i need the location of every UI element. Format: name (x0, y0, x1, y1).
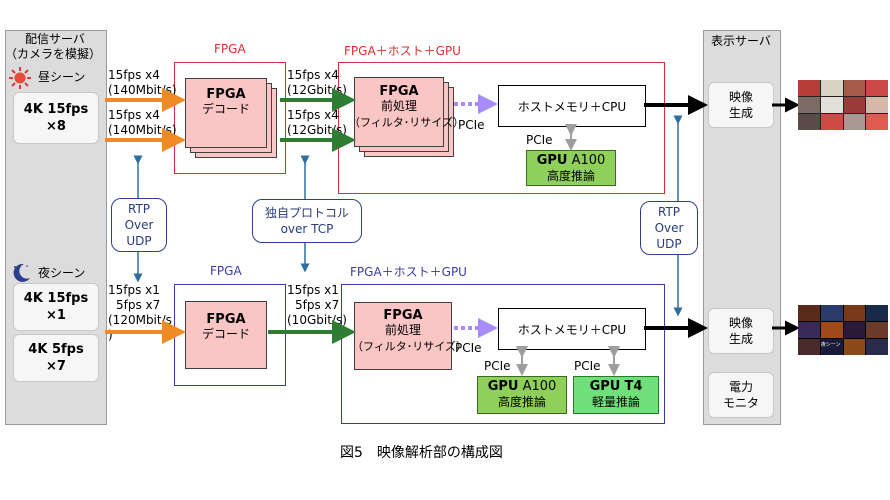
day-video-mosaic (798, 80, 888, 130)
night-thumb-label: 夜シーン (820, 342, 841, 348)
bottom-host-memory-cpu: ホストメモリ＋CPU (498, 308, 646, 350)
bottom-fpga-preprocess-box: FPGA 前処理 （フィルタ･リサイズ） (352, 302, 467, 370)
bottom-fpga-frame-label: FPGA (210, 264, 242, 278)
video-generation-box-bottom: 映像 生成 (708, 308, 774, 354)
top-input-rate-2: 15fps x4 (140Mbit/s) (108, 108, 177, 137)
top-gpu-a100-box: GPU A100 高度推論 (526, 150, 616, 186)
night-source-box-1: 4K 15fps ×1 (13, 283, 99, 331)
top-mid-rate-2: 15fps x4 (12Gbit/s) (287, 108, 347, 137)
day-source-box: 4K 15fps ×8 (13, 92, 99, 144)
night-source-box-2: 4K 5fps ×7 (13, 334, 99, 382)
display-server-title: 表示サーバ (711, 34, 771, 48)
top-fpga-frame-label: FPGA (214, 42, 246, 56)
bottom-mid-rate: 15fps x1 5fps x7 (10Gbit/s) (287, 283, 347, 327)
moon-icon (13, 263, 30, 282)
video-generation-box-top: 映像 生成 (708, 82, 774, 128)
top-host-frame-label: FPGA＋ホスト＋GPU (344, 44, 461, 58)
bottom-input-rate: 15fps x1 5fps x7 (120Mbit/s ) (108, 283, 172, 342)
rtp-over-udp-left: RTP Over UDP (111, 198, 167, 252)
bottom-host-frame (341, 284, 665, 424)
top-input-rate-1: 15fps x4 (140Mbit/s) (108, 68, 177, 97)
figure-caption: 図5 映像解析部の構成図 (340, 445, 503, 461)
night-video-mosaic: 夜シーン (798, 305, 888, 355)
rtp-over-udp-right: RTP Over UDP (640, 201, 698, 255)
day-scene-label: 昼シーン (38, 70, 86, 84)
top-host-memory-cpu: ホストメモリ＋CPU (498, 85, 646, 127)
bottom-pcie-main-label: PCIe (455, 341, 482, 355)
top-fpga-frame (174, 62, 286, 174)
top-pcie-label-1: PCIe (458, 118, 485, 132)
bottom-host-frame-label: FPGA＋ホスト＋GPU (350, 265, 467, 279)
proprietary-protocol-over-tcp: 独自プロトコル over TCP (252, 199, 362, 243)
night-scene-label: 夜シーン (38, 266, 86, 280)
distribution-server-title: 配信サーバ （カメラを模擬） (4, 32, 101, 61)
bottom-gpu-a100-box: GPU A100 高度推論 (477, 376, 567, 414)
top-fpga-decode-box: FPGA デコード (185, 78, 267, 148)
sun-icon (9, 67, 31, 89)
bottom-fpga-decode-box: FPGA デコード (185, 301, 267, 369)
power-monitor-box: 電力 モニタ (708, 372, 774, 418)
top-pcie-label-2: PCIe (526, 133, 553, 147)
top-fpga-preprocess-box: FPGA 前処理 （フィルタ･リサイズ） (349, 77, 464, 147)
top-mid-rate-1: 15fps x4 (12Gbit/s) (287, 68, 347, 97)
bottom-pcie-a-label: PCIe (484, 359, 511, 373)
bottom-gpu-t4-box: GPU T4 軽量推論 (573, 376, 659, 414)
bottom-pcie-b-label: PCIe (574, 359, 601, 373)
